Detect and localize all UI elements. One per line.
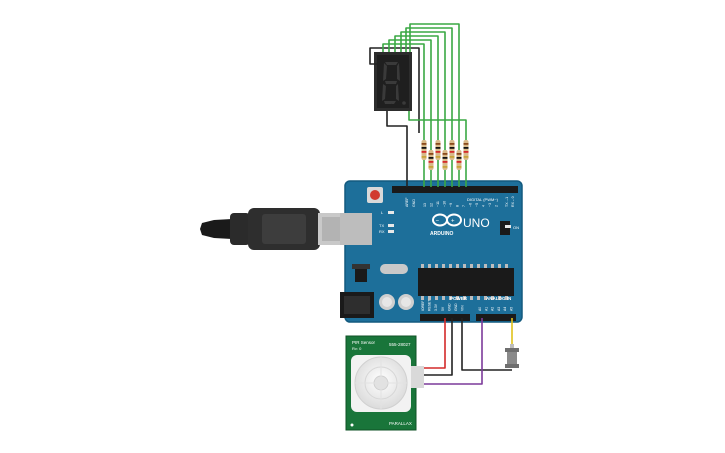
power-pin-label: VIN [461,305,465,311]
pir-footer: PARALLAX [389,421,412,426]
pir-dome [351,355,411,412]
digital-pin-label: 13 [423,203,427,207]
led-tx-label: TX [379,223,384,228]
usb-b-port [340,213,372,245]
analog-pin-label: A4 [503,307,507,311]
power-pin-label: GND [454,303,458,311]
arduino-uno-board[interactable]: − + UNO ARDUINO L TX RX ON [340,180,523,323]
reset-button[interactable] [367,187,383,203]
digital-pin-label: ~6 [469,203,473,207]
analog-pin-label: A5 [510,307,514,311]
digital-pin-label: ~3 [488,203,492,207]
voltage-regulator [355,268,367,282]
seven-segment-display[interactable]: 8 [374,52,412,111]
analog-pin-label: A1 [484,307,488,311]
push-button[interactable] [505,344,519,368]
resistor[interactable] [449,140,455,160]
capacitors [379,294,414,310]
svg-text:−: − [436,219,440,225]
serial-pin-label: RX←0 [511,196,515,207]
power-header-label: POWER [450,296,468,301]
pir-subtitle: Rv: 0 [352,346,362,351]
analog-header-label: ANALOG IN [486,296,511,301]
pir-connector [410,366,424,388]
usb-cable[interactable] [200,208,348,250]
analog-pin-label: A2 [491,307,495,311]
resistor[interactable] [428,150,434,170]
pir-part-number: 555-28027 [389,342,411,347]
power-pin-label: 3.3V [434,303,438,311]
resistor[interactable] [421,140,427,160]
power-pin-label: RESET [428,300,432,311]
digital-pin-label: ~10 [443,201,447,207]
digital-pin-label: 4 [482,205,486,207]
pir-mount-hole [350,423,354,427]
power-pin-label: IOREF [421,301,425,311]
board-model: UNO [463,216,490,230]
serial-pin-label: TX→1 [505,197,509,207]
status-leds: L TX RX ON [379,210,519,234]
power-header-strip [420,314,470,321]
led-on-label: ON [513,225,519,230]
digital-pin-label: 2 [495,205,499,207]
digital-header-label: DIGITAL (PWM~) [467,197,499,202]
pin-label: AREF [405,197,409,207]
digital-pin-label: ~9 [449,203,453,207]
power-pin-label: GND [447,303,451,311]
analog-header-strip [476,314,516,321]
board-brand: ARDUINO [430,231,453,237]
led-rx-label: RX [379,229,385,234]
digital-pin-label: 12 [430,203,434,207]
resistor[interactable] [442,150,448,170]
digital-pin-label: ~5 [475,203,479,207]
pir-sensor[interactable]: PIR Sensor Rv: 0 555-28027 PARALLAX [345,335,424,431]
led-l-label: L [381,210,384,215]
display-segments [382,62,406,105]
digital-pin-label: 8 [456,205,460,207]
analog-pin-label: A0 [478,307,482,311]
power-pin-label: 5V [441,306,445,311]
arduino-logo: − + [432,213,462,227]
digital-header [392,186,518,193]
digital-pin-label: 7 [462,205,466,207]
pir-title: PIR Sensor [352,340,376,345]
resistor[interactable] [435,140,441,160]
svg-text:+: + [451,219,455,225]
wires [369,23,513,385]
crystal [380,264,408,274]
analog-pin-label: A3 [497,307,501,311]
atmega-chip [418,264,514,300]
resistor-array[interactable] [421,140,469,170]
resistor[interactable] [456,150,462,170]
pin-label: GND [412,199,416,207]
resistor[interactable] [463,140,469,160]
digital-pin-label: ~11 [436,201,440,207]
display-digit: 8 [391,103,392,105]
